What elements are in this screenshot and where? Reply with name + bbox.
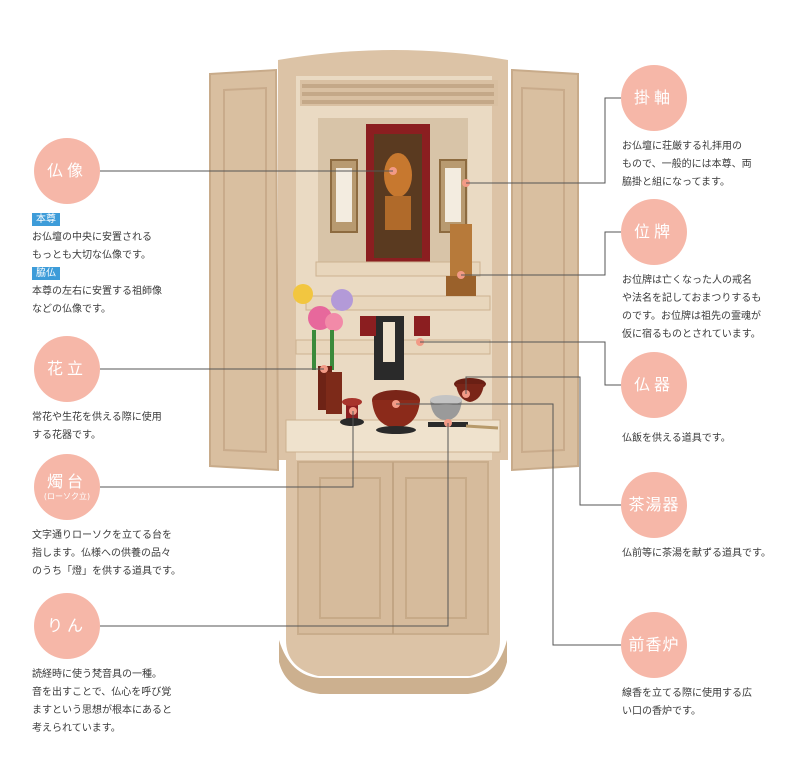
label-chatoki: 茶湯器 (621, 472, 687, 538)
lower-door-panel-left (319, 477, 381, 619)
flower-3 (331, 289, 353, 311)
desc-kakejiku-line2: もので、一般的には本尊、両 (622, 159, 752, 170)
label-maekoro: 前香炉 (621, 612, 687, 678)
line-butsuki (420, 341, 621, 386)
desc-rin-line1: 読経時に使う梵音具の一種。 (32, 669, 162, 680)
label-butsuzo: 仏像 (34, 138, 100, 204)
line-chatoki (465, 376, 621, 506)
flower-stem-2 (330, 330, 334, 370)
desc-butsuki: 仏飯を供える道具です。 (622, 430, 792, 448)
shokudai-base (340, 418, 364, 426)
rin-striker (465, 424, 499, 430)
ornament-line-2 (302, 92, 494, 96)
lower-door-panel-right (405, 477, 467, 619)
label-butsuzo-title: 仏像 (46, 161, 87, 180)
label-shokudai-subtitle: (ローソク立) (43, 491, 91, 501)
line-maekoro (396, 403, 621, 646)
door-left-panel (223, 86, 267, 454)
label-butsuki: 仏器 (621, 352, 687, 418)
desc-hanatate-line1: 常花や生花を供える際に使用 (32, 412, 162, 423)
desc-chatoki: 仏前等に茶湯を献ずる道具です。 (622, 545, 797, 563)
desc-ihai-line2: や法名を記しておまつりするも (622, 293, 762, 304)
label-ihai-title: 位牌 (633, 222, 674, 241)
butsuki-left (360, 316, 376, 336)
desc-maekoro: 線香を立てる際に使用する広 い口の香炉です。 (622, 685, 792, 721)
tag-honzon: 本尊 (32, 213, 60, 226)
line-ihai (461, 231, 621, 276)
desc-hanatate: 常花や生花を供える際に使用 する花器です。 (32, 409, 207, 445)
maekoro-base (376, 426, 416, 434)
desc-kakejiku-line1: お仏壇に荘厳する礼拝用の (622, 141, 742, 152)
ornament-line-1 (302, 84, 494, 88)
label-rin: りん (34, 593, 100, 659)
label-butsuki-title: 仏器 (633, 375, 674, 394)
desc-ihai-line1: お位牌は亡くなった人の戒名 (622, 275, 752, 286)
leader-lines (100, 97, 621, 646)
desc-kakejiku: お仏壇に荘厳する礼拝用の もので、一般的には本尊、両 脇掛と組になってます。 (622, 138, 792, 192)
ihai-base (446, 276, 476, 296)
label-ihai: 位牌 (621, 199, 687, 265)
line-shokudai (100, 411, 354, 488)
label-rin-title: りん (46, 616, 87, 635)
desc-wakibutsu-line2: などの仏像です。 (32, 304, 111, 315)
scroll-right-face (445, 168, 461, 222)
honzon-statue (384, 153, 412, 197)
flower-1 (293, 284, 313, 304)
desc-rin: 読経時に使う梵音具の一種。 音を出すことで、仏心を呼び覚 ますという思想が根本に… (32, 666, 207, 738)
desc-honzon-line2: もっとも大切な仏像です。 (32, 250, 151, 261)
shelf-top (315, 261, 481, 277)
desc-hanatate-line2: する花器です。 (32, 430, 101, 441)
chatoki-body (456, 384, 484, 402)
shelf-bottom (285, 419, 501, 453)
honzon-pedestal (385, 196, 411, 230)
center-plaque-face (383, 322, 395, 362)
label-shokudai-title: 燭台 (46, 471, 87, 491)
scroll-left-face (336, 168, 352, 222)
flower-4 (325, 313, 343, 331)
shokudai-top (342, 398, 362, 406)
line-rin (100, 423, 449, 627)
hanatate-vase-right (326, 372, 342, 414)
label-chatoki-title: 茶湯器 (628, 495, 680, 514)
desc-shokudai-line2: 指します。仏様への供養の品々 (32, 548, 171, 559)
desc-chatoki-line1: 仏前等に茶湯を献ずる道具です。 (622, 548, 771, 559)
desc-maekoro-line1: 線香を立てる際に使用する広 (622, 688, 752, 699)
cabinet-plinth (279, 640, 507, 694)
desc-honzon-line1: お仏壇の中央に安置される (32, 232, 152, 243)
label-kakejiku-title: 掛軸 (633, 88, 674, 107)
desc-ihai: お位牌は亡くなった人の戒名 や法名を記しておまつりするも のです。お位牌は祖先の… (622, 272, 792, 344)
label-hanatate-title: 花立 (46, 359, 87, 378)
desc-maekoro-line2: い口の香炉です。 (622, 706, 701, 717)
desc-ihai-line3: のです。お位牌は祖先の霊魂が (622, 311, 761, 322)
desc-rin-line3: ますという思想が根本にあると (32, 705, 172, 716)
desc-shokudai-line3: のうち「燈」を供する道具です。 (32, 566, 181, 577)
flower-stem-1 (312, 330, 316, 370)
desc-rin-line4: 考えられています。 (32, 723, 121, 734)
label-hanatate: 花立 (34, 336, 100, 402)
desc-shokudai-line1: 文字通りローソクを立てる台を (32, 530, 172, 541)
rin-bell (430, 400, 462, 420)
desc-butsuki-line1: 仏飯を供える道具です。 (622, 433, 731, 444)
door-left (209, 68, 280, 472)
desc-butsuzo: 本尊 お仏壇の中央に安置される もっとも大切な仏像です。 脇仏 本尊の左右に安置… (32, 211, 207, 319)
maekoro-body (372, 400, 420, 428)
desc-wakibutsu-line1: 本尊の左右に安置する祖師像 (32, 286, 162, 297)
desc-rin-line2: 音を出すことで、仏心を呼び覚 (32, 687, 172, 698)
label-kakejiku: 掛軸 (621, 65, 687, 131)
line-kakejiku (466, 97, 621, 184)
desc-shokudai: 文字通りローソクを立てる台を 指します。仏様への供養の品々 のうち「燈」を供する… (32, 527, 207, 581)
ornament-line-3 (302, 100, 494, 104)
butsuki-right (414, 316, 430, 336)
rin-rim (430, 395, 462, 405)
door-right (511, 68, 579, 472)
label-shokudai: 燭台 (ローソク立) (34, 454, 100, 520)
desc-kakejiku-line3: 脇掛と組になってます。 (622, 177, 730, 188)
label-maekoro-title: 前香炉 (628, 635, 680, 654)
tag-wakibutsu: 脇仏 (32, 267, 60, 280)
door-right-panel (521, 86, 565, 454)
desc-ihai-line4: 仮に宿るものとされています。 (622, 329, 761, 340)
